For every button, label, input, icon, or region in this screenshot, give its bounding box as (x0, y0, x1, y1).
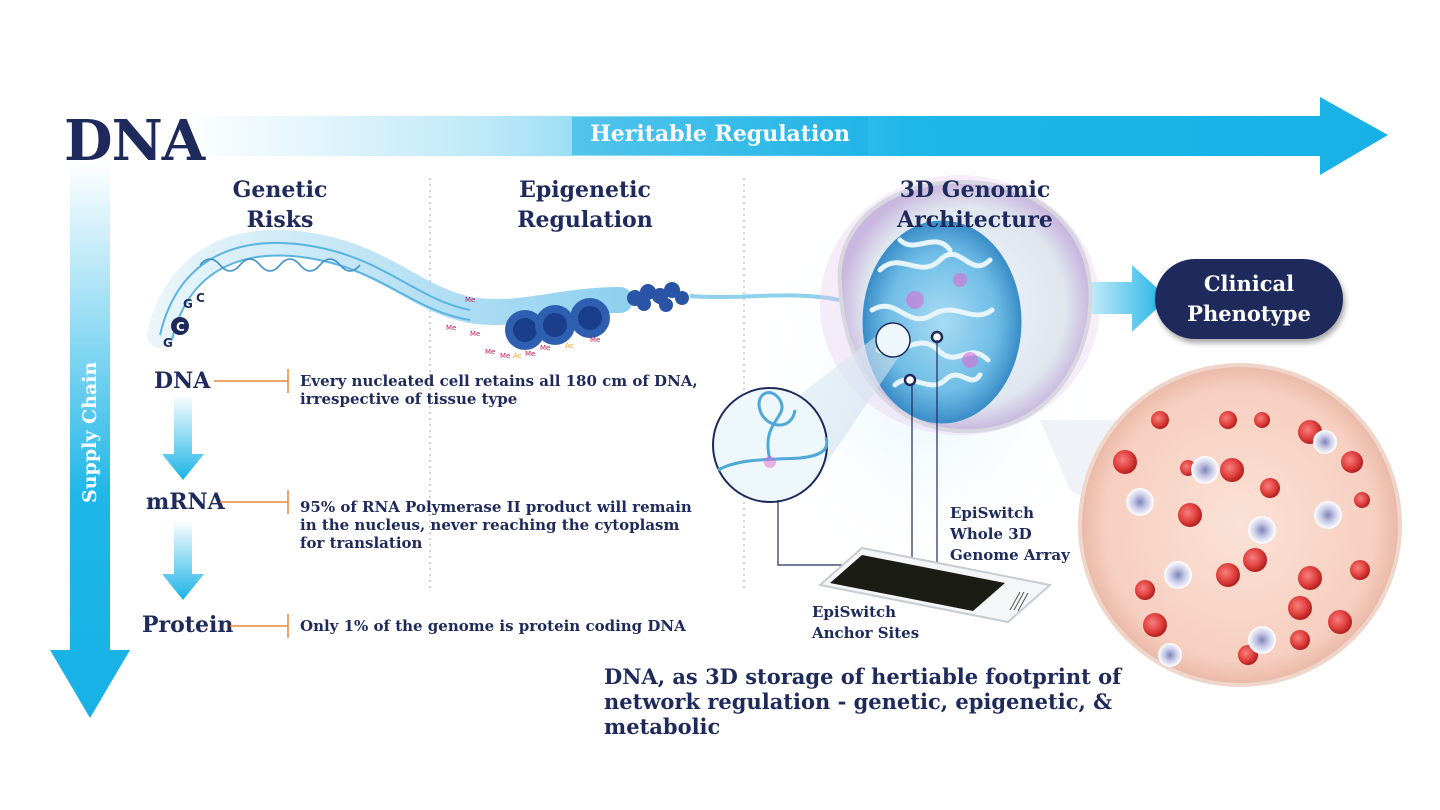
desc-line: Only 1% of the genome is protein coding … (300, 617, 686, 635)
flow-node-protein: Protein (142, 612, 234, 638)
svg-text:Me: Me (470, 330, 480, 338)
svg-text:G: G (163, 336, 173, 350)
caption-line: network regulation - genetic, epigenetic… (604, 689, 1113, 739)
svg-text:Me: Me (525, 350, 535, 358)
svg-text:C: C (176, 320, 185, 334)
desc-line: for translation (300, 534, 423, 552)
column-header-3d-genomic-architecture: 3D Genomic Architecture (897, 177, 1053, 233)
desc-line: 95% of RNA Polymerase II product will re… (300, 498, 692, 516)
genome-array-slide (658, 546, 1053, 624)
svg-text:Me: Me (446, 324, 456, 332)
header-line: Epigenetic (519, 177, 651, 203)
array-label: EpiSwitch Whole 3D Genome Array (950, 503, 1070, 566)
flow-connectors (214, 369, 289, 638)
anchor-sites-label: EpiSwitch Anchor Sites (812, 602, 919, 644)
label-line: EpiSwitch (950, 504, 1035, 522)
flow-description-dna: Every nucleated cell retains all 180 cm … (300, 372, 700, 408)
svg-text:Me: Me (590, 336, 600, 344)
cell-nucleus-illustration (820, 175, 1100, 435)
label-line: Genome Array (950, 546, 1070, 564)
desc-line: irrespective of tissue type (300, 390, 518, 408)
bottom-caption: DNA, as 3D storage of hertiable footprin… (604, 664, 1224, 739)
column-header-genetic-risks: Genetic Risks (220, 175, 340, 235)
supply-chain-label: Supply Chain (79, 361, 101, 503)
label-line: Whole 3D (950, 525, 1032, 543)
header-line: Regulation (517, 207, 653, 233)
label-line: Anchor Sites (812, 624, 920, 642)
supply-chain-arrow (50, 160, 130, 718)
badge-line: Phenotype (1187, 301, 1311, 326)
column-header-epigenetic-regulation: Epigenetic Regulation (500, 175, 670, 235)
header-line: Risks (246, 207, 314, 233)
svg-text:Me: Me (465, 296, 475, 304)
flow-arrows (162, 394, 204, 600)
page-title: DNA (64, 108, 205, 174)
svg-text:G: G (183, 297, 193, 311)
blood-sample-illustration (1078, 363, 1402, 687)
flow-node-mrna: mRNA (146, 489, 225, 515)
caption-line: DNA, as 3D storage of hertiable footprin… (604, 664, 1122, 689)
epigenetic-marks: Me Me Me Me Me Ac Me Me Ac Me (446, 296, 600, 360)
svg-text:Me: Me (500, 352, 510, 360)
down-arrow-icon (162, 394, 204, 480)
svg-text:C: C (196, 291, 205, 305)
desc-line: in the nucleus, never reaching the cytop… (300, 516, 680, 534)
heritable-regulation-label: Heritable Regulation (589, 121, 850, 147)
svg-text:Me: Me (485, 348, 495, 356)
desc-line: Every nucleated cell retains all 180 cm … (300, 372, 698, 390)
nucleotide-letters: C G C G (163, 291, 205, 350)
flow-description-mrna: 95% of RNA Polymerase II product will re… (300, 498, 700, 552)
badge-line: Clinical (1203, 271, 1295, 296)
svg-text:Me: Me (540, 344, 550, 352)
flow-node-dna: DNA (154, 368, 211, 394)
down-arrow-icon (162, 520, 204, 600)
zoom-loop-circle (712, 387, 828, 503)
clinical-arrow (1092, 265, 1168, 332)
svg-text:Ac: Ac (513, 352, 522, 360)
header-line: Genetic (232, 177, 328, 203)
flow-description-protein: Only 1% of the genome is protein coding … (300, 617, 700, 635)
svg-text:Ac: Ac (565, 342, 574, 350)
clinical-phenotype-badge: Clinical Phenotype (1155, 259, 1343, 339)
label-line: EpiSwitch (812, 603, 897, 621)
